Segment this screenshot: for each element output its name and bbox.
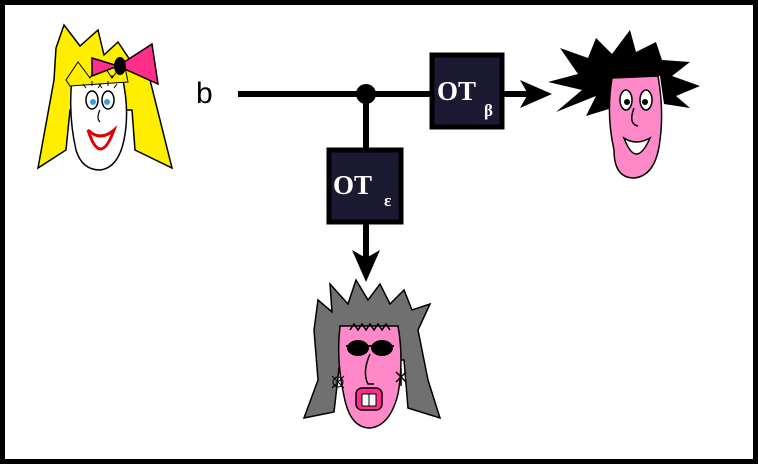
ot-beta-sub: β [484, 101, 493, 120]
input-bit-label: b [196, 77, 213, 110]
eve-face-icon [302, 278, 442, 429]
bob-face-icon [548, 30, 700, 179]
ot-epsilon-main: OT [333, 170, 372, 200]
ot-epsilon-box: OT ε [326, 147, 404, 225]
bob-arrowhead [520, 80, 552, 108]
eve-arrowhead [352, 250, 380, 282]
ot-beta-main: OT [437, 76, 476, 106]
alice-face-icon [36, 23, 174, 171]
ot-beta-box: OT β [429, 52, 505, 130]
ot-epsilon-sub: ε [384, 191, 391, 210]
